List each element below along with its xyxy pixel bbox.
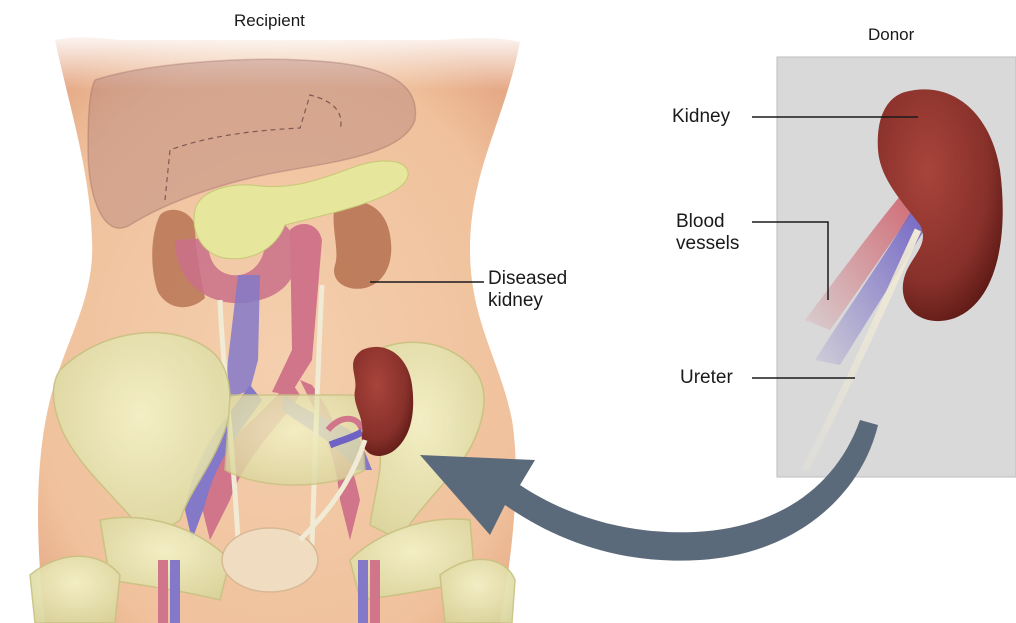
diseased-kidney-label: Diseased kidney [488,268,567,312]
kidney-label: Kidney [672,106,730,128]
femoral-artery-right [370,560,380,623]
blood-vessels-label: Blood vessels [676,211,739,255]
femoral-vein-right [358,560,368,623]
femoral-artery-left [158,560,168,623]
femoral-vein-left [170,560,180,623]
donor-title: Donor [868,24,914,46]
recipient-title: Recipient [234,10,305,32]
ureter-label: Ureter [680,367,733,389]
